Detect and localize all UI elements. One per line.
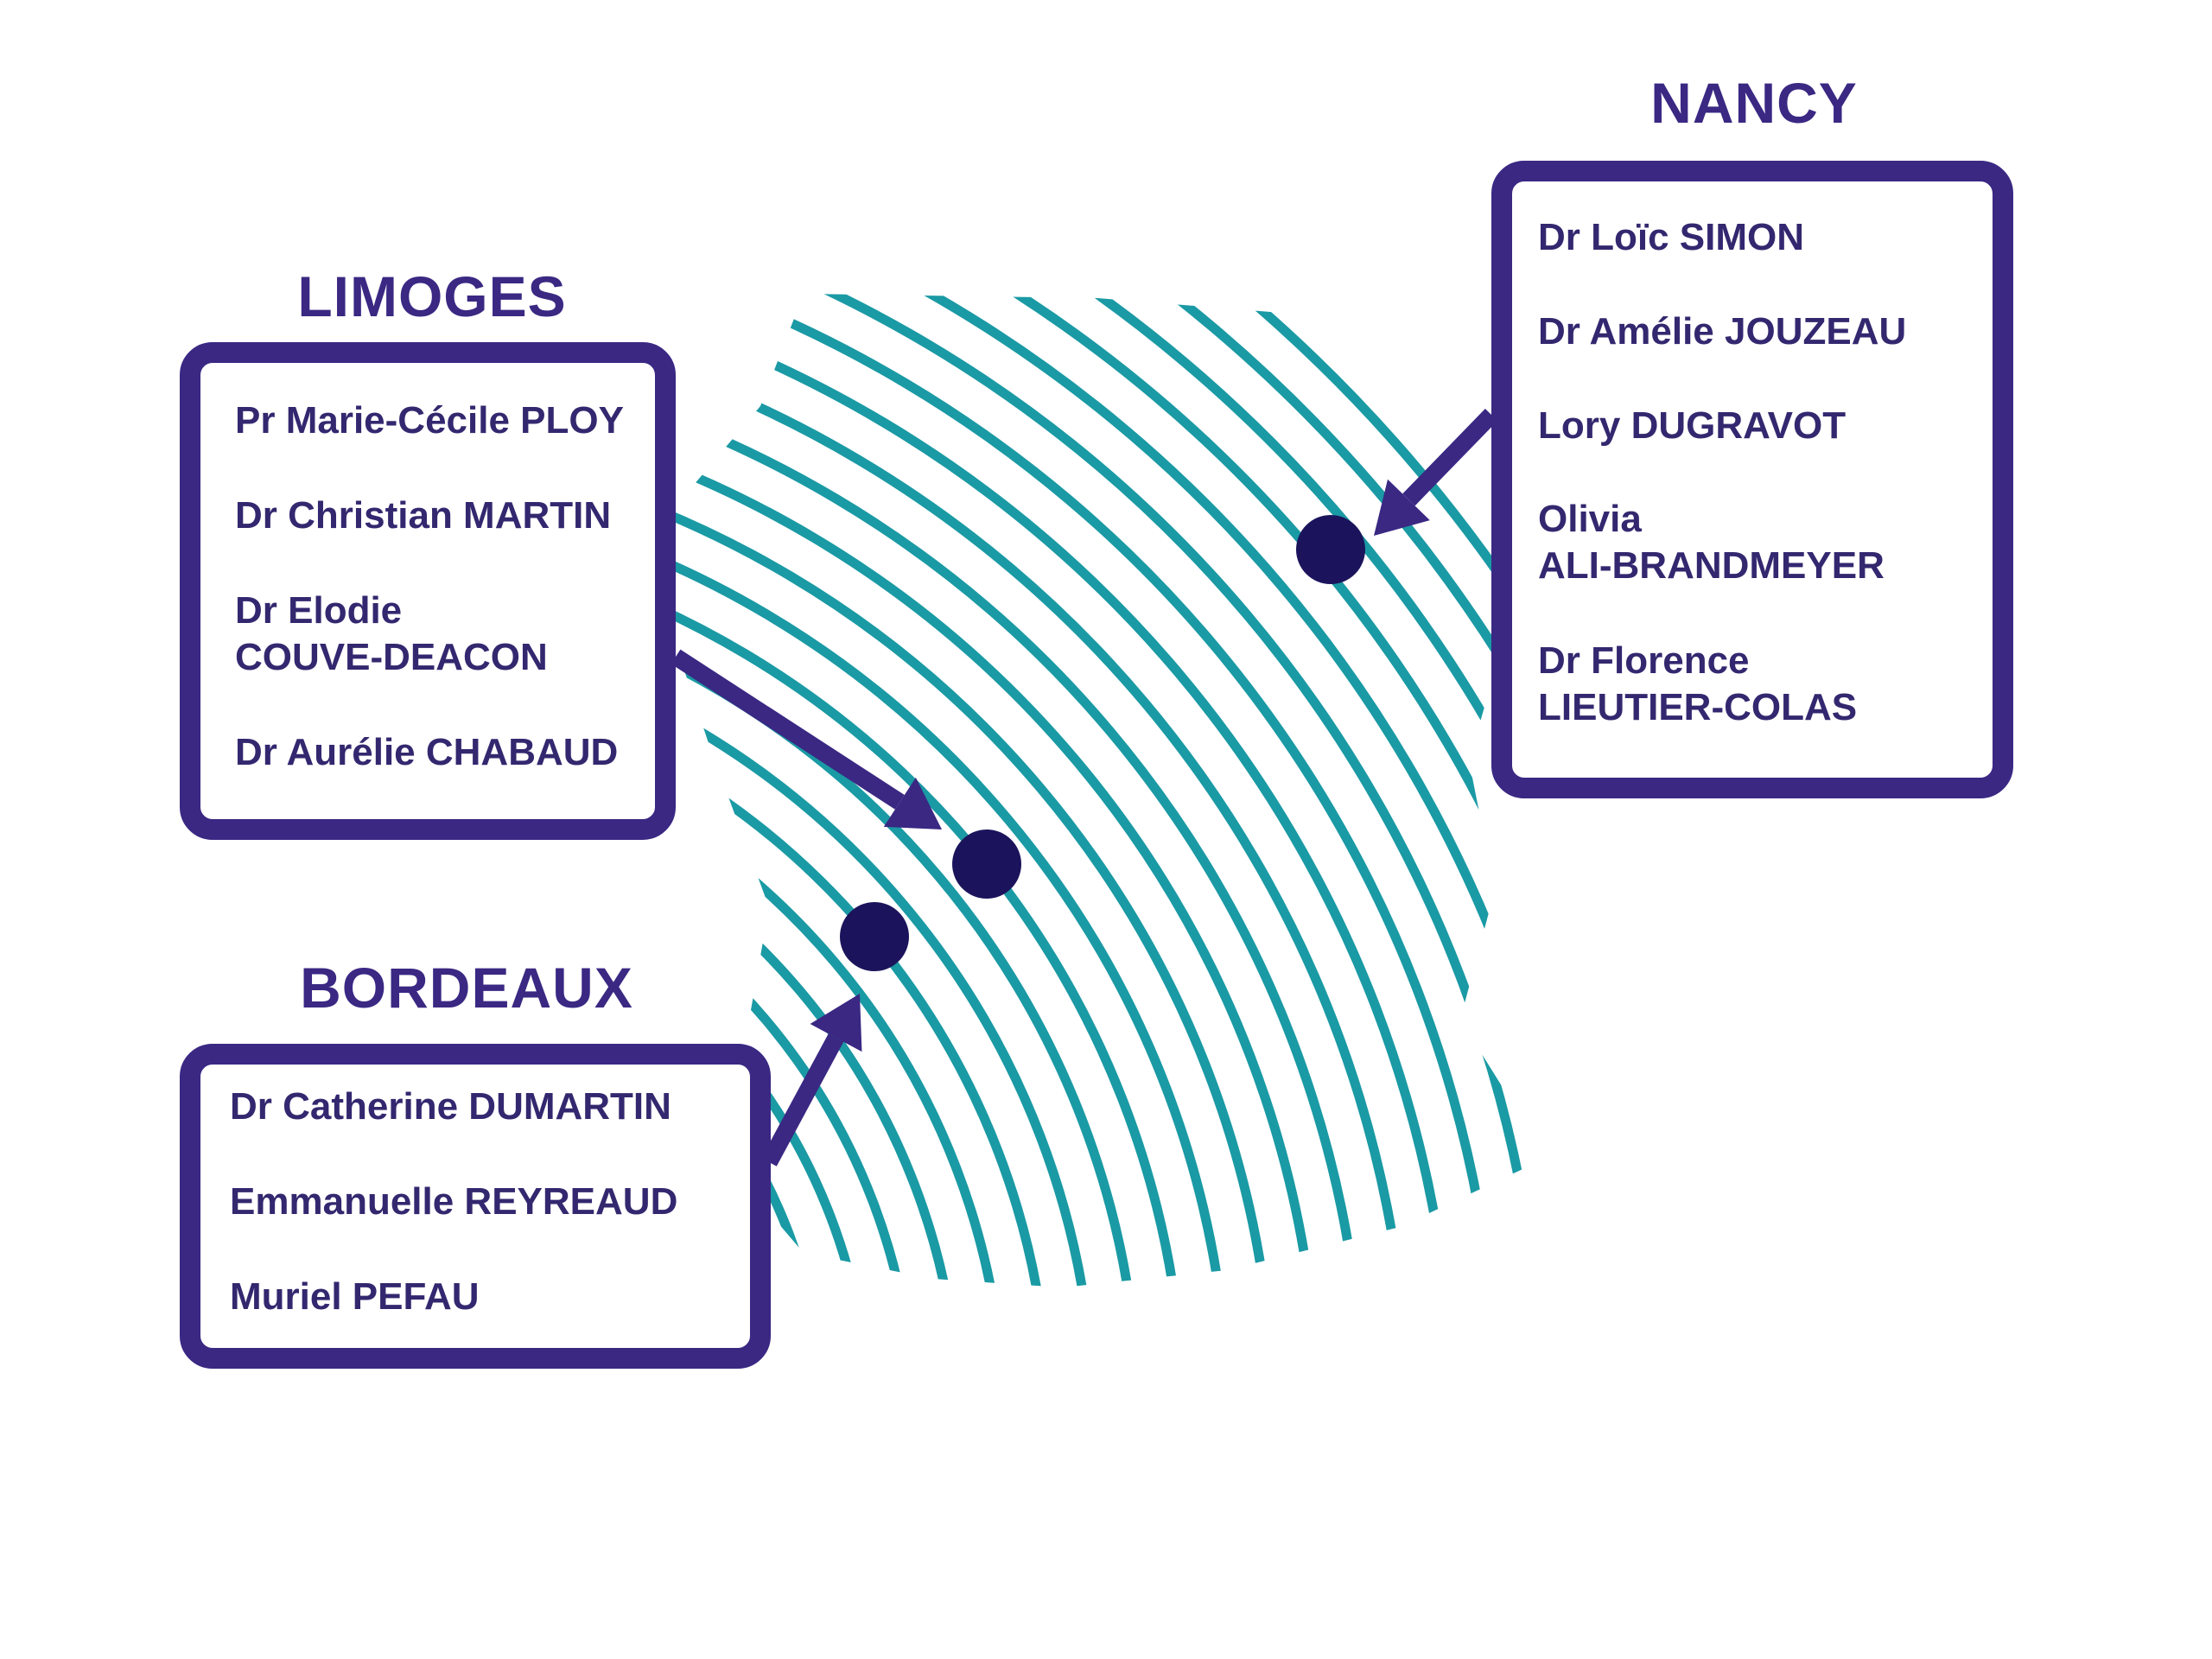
map-stripe bbox=[657, 763, 963, 1287]
member-bordeaux-3: Muriel PEFAU bbox=[230, 1275, 480, 1318]
member-bordeaux-2: Emmanuelle REYREAUD bbox=[230, 1180, 678, 1223]
member-limoges-1: Pr Marie-Cécile PLOY bbox=[235, 399, 624, 442]
member-limoges-4: Dr Aurélie CHABAUD bbox=[235, 731, 619, 773]
city-title-nancy: NANCY bbox=[1650, 71, 1858, 135]
map-stripe bbox=[657, 588, 1143, 1287]
map-stripe bbox=[657, 456, 1278, 1287]
arrow-nancy bbox=[1374, 409, 1498, 536]
team-box-limoges bbox=[180, 342, 676, 840]
member-limoges-3: Dr Elodie COUVE-DEACON bbox=[235, 589, 548, 678]
arrow-bordeaux bbox=[761, 994, 862, 1166]
city-title-limoges: LIMOGES bbox=[297, 264, 567, 328]
member-nancy-1: Dr Loïc SIMON bbox=[1538, 216, 1805, 258]
member-bordeaux-1: Dr Catherine DUMARTIN bbox=[230, 1085, 671, 1128]
member-nancy-2: Dr Amélie JOUZEAU bbox=[1538, 310, 1907, 353]
map-stripe bbox=[657, 632, 1098, 1287]
marker-bordeaux bbox=[840, 902, 909, 971]
team-box-bordeaux bbox=[180, 1044, 771, 1369]
map-stripe bbox=[657, 294, 1547, 1287]
map-stripe bbox=[657, 294, 1547, 1287]
member-nancy-3: Lory DUGRAVOT bbox=[1538, 404, 1847, 447]
member-limoges-2: Dr Christian MARTIN bbox=[235, 494, 612, 537]
arrows-group bbox=[671, 409, 1498, 1166]
map-stripe bbox=[657, 412, 1323, 1287]
city-title-bordeaux: BORDEAUX bbox=[300, 956, 633, 1020]
member-nancy-5: Dr Florence LIEUTIER-COLAS bbox=[1538, 639, 1858, 728]
marker-nancy bbox=[1296, 515, 1365, 584]
marker-limoges bbox=[952, 830, 1021, 899]
map-stripe bbox=[657, 294, 1547, 1287]
map-stripe bbox=[657, 719, 1008, 1287]
member-nancy-4: Olivia ALI-BRANDMEYER bbox=[1538, 498, 1885, 587]
team-box-nancy bbox=[1491, 161, 2013, 798]
arrow-limoges bbox=[671, 649, 942, 830]
city-markers bbox=[840, 515, 1365, 971]
